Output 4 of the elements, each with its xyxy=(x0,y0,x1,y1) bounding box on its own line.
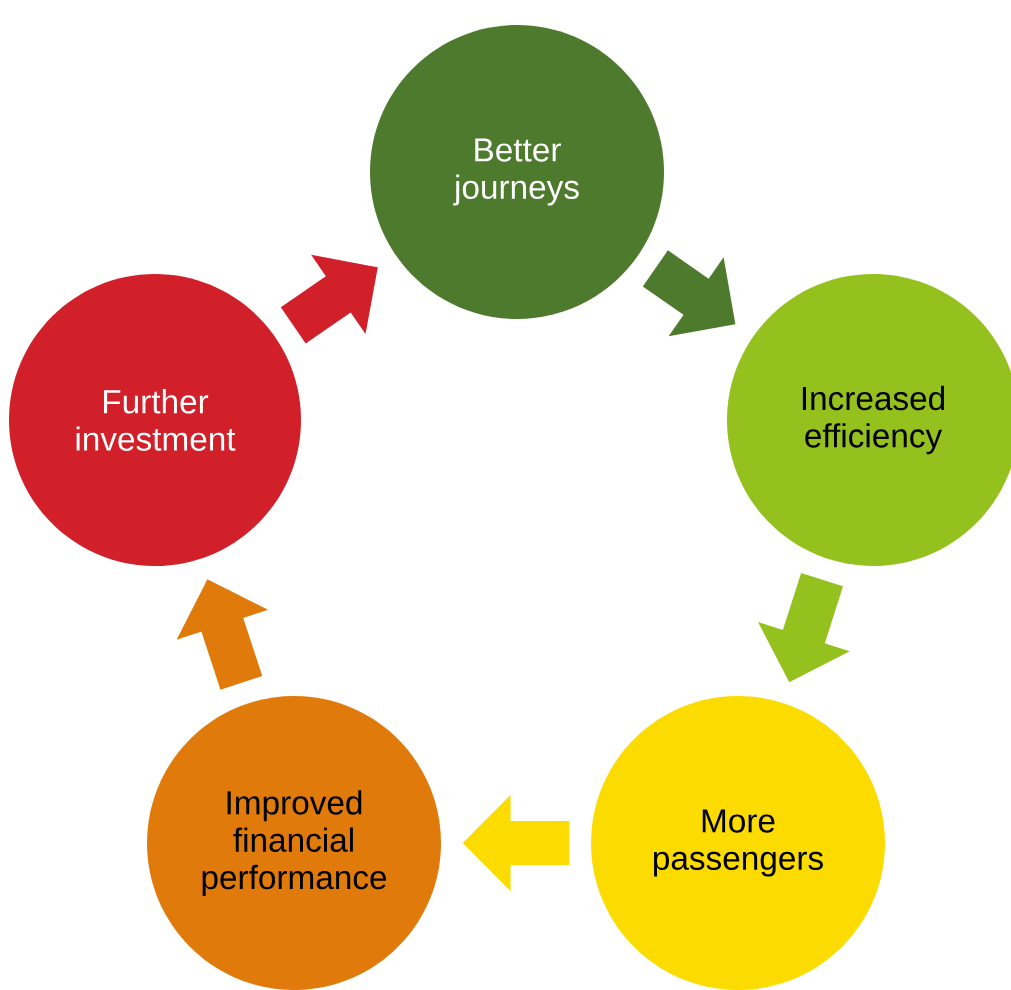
circle-node: More passengers xyxy=(591,696,885,990)
circle-node: Further investment xyxy=(9,274,301,566)
circle-node: Better journeys xyxy=(370,25,664,319)
circle-node: Improved financial performance xyxy=(147,696,441,990)
